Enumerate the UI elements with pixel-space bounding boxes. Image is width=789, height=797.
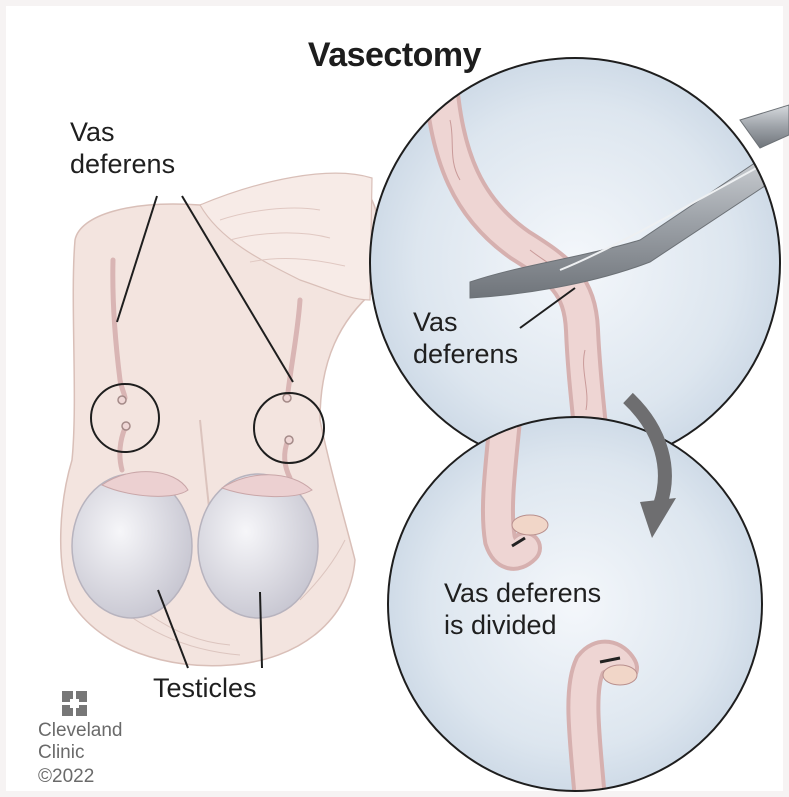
label-line: Vas deferens (444, 577, 601, 609)
label-line: Vas (413, 306, 518, 338)
label-vas-deferens-left: Vas deferens (70, 116, 175, 180)
label-testicles: Testicles (153, 672, 257, 704)
label-vas-deferens-divided: Vas deferens is divided (444, 577, 601, 641)
label-vas-deferens-circle: Vas deferens (413, 306, 518, 370)
forceps-instrument (740, 105, 789, 148)
label-line: deferens (413, 338, 518, 370)
label-line: Vas (70, 116, 175, 148)
logo-name-line2: Clinic (38, 742, 84, 764)
logo-copyright: ©2022 (38, 766, 94, 788)
label-line: deferens (70, 148, 175, 180)
cleveland-clinic-logo (62, 691, 87, 716)
page-title: Vasectomy (0, 36, 789, 75)
label-line: is divided (444, 609, 601, 641)
logo-name-line1: Cleveland (38, 720, 123, 742)
